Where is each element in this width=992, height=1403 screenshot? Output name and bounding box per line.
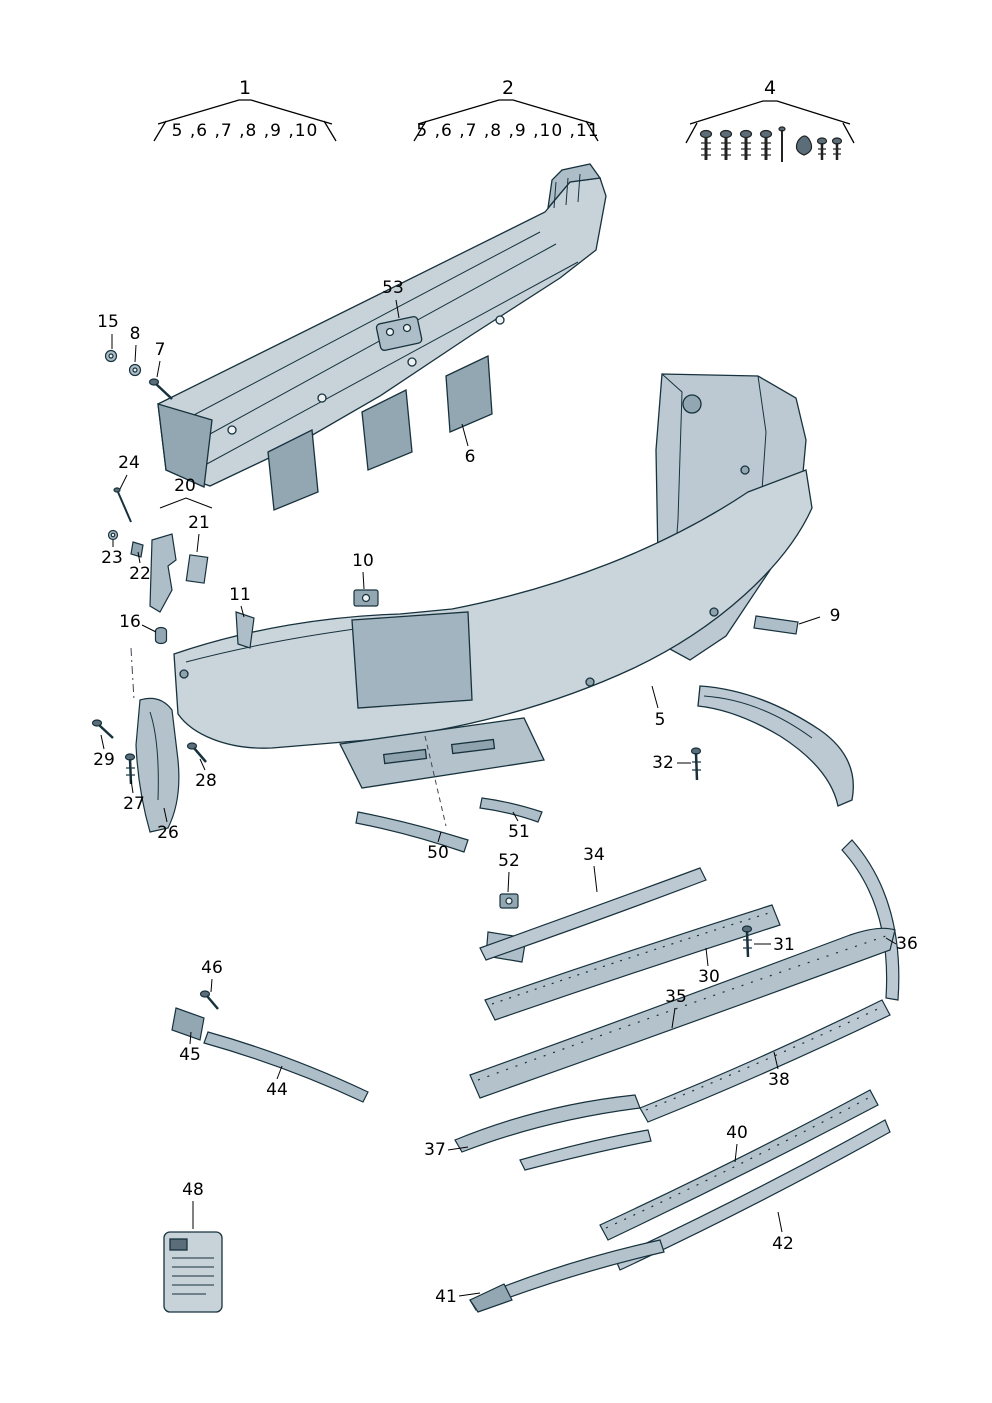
part-callout-29[interactable]: 29 <box>93 750 115 770</box>
part-callout-41[interactable]: 41 <box>435 1287 457 1307</box>
part-callout-20[interactable]: 20 <box>174 476 196 496</box>
trim-strip-34 <box>479 867 707 961</box>
part-callout-7[interactable]: 7 <box>154 340 166 360</box>
part-callout-22[interactable]: 22 <box>129 564 151 584</box>
trim-strip-40 <box>599 1089 879 1241</box>
part-callout-10[interactable]: 10 <box>352 551 374 571</box>
trim-strip-51 <box>479 797 543 823</box>
leader-lines <box>100 299 897 1297</box>
part-callout-38[interactable]: 38 <box>768 1070 790 1090</box>
bumper-cover-part5 <box>173 469 813 789</box>
part-callout-5[interactable]: 5 <box>654 710 666 730</box>
part-callout-46[interactable]: 46 <box>201 958 223 978</box>
trim-strip-35 <box>469 927 896 1099</box>
part-callout-42[interactable]: 42 <box>772 1234 794 1254</box>
part-callout-50[interactable]: 50 <box>427 843 449 863</box>
clip-icon <box>795 135 813 156</box>
screw-icon <box>699 129 713 160</box>
part-callout-30[interactable]: 30 <box>698 967 720 987</box>
screw-small-icon <box>831 137 843 160</box>
screw-small-icon <box>816 137 828 160</box>
hardware-kit-icons <box>699 126 843 162</box>
part-callout-53[interactable]: 53 <box>382 278 404 298</box>
part-callout-52[interactable]: 52 <box>498 851 520 871</box>
pin-icon <box>113 487 132 523</box>
nut-icon <box>154 626 168 645</box>
group-4-brace <box>685 100 855 144</box>
part-callout-32[interactable]: 32 <box>652 753 674 773</box>
trim-strip-44 <box>203 1031 369 1103</box>
part-callout-45[interactable]: 45 <box>179 1045 201 1065</box>
part-callout-28[interactable]: 28 <box>195 771 217 791</box>
part-callout-48[interactable]: 48 <box>182 1180 204 1200</box>
trim-strip-50 <box>355 811 469 853</box>
part-callout-35[interactable]: 35 <box>665 987 687 1007</box>
part-callout-9[interactable]: 9 <box>829 606 841 626</box>
group-1-brace <box>153 99 337 142</box>
trim-strip-38 <box>639 999 891 1123</box>
part-callout-8[interactable]: 8 <box>129 324 141 344</box>
part-callout-27[interactable]: 27 <box>123 794 145 814</box>
part-callout-37[interactable]: 37 <box>424 1140 446 1160</box>
bracket-45 <box>171 1007 205 1041</box>
part-callout-21[interactable]: 21 <box>188 513 210 533</box>
part-callout-26[interactable]: 26 <box>157 823 179 843</box>
screw-icon <box>741 925 753 958</box>
screw-icon <box>124 753 136 785</box>
clip-icon <box>130 541 144 558</box>
screw-icon <box>199 990 219 1010</box>
pin-icon <box>778 126 786 162</box>
trim-strip-37a <box>454 1094 641 1153</box>
part-callout-24[interactable]: 24 <box>118 453 140 473</box>
part-callout-51[interactable]: 51 <box>508 822 530 842</box>
screw-icon <box>719 129 733 160</box>
part-callout-40[interactable]: 40 <box>726 1123 748 1143</box>
construction-lines <box>130 497 447 827</box>
group-2-brace <box>413 99 599 142</box>
trim-strip-30 <box>484 904 781 1021</box>
assembly-group-1-variants: 5 ,6 ,7 ,8 ,9 ,10 <box>171 121 319 141</box>
assembly-group-1-label[interactable]: 1 <box>238 77 252 99</box>
lower-trim-cascade <box>171 839 900 1313</box>
part-callout-11[interactable]: 11 <box>229 585 251 605</box>
part-callout-34[interactable]: 34 <box>583 845 605 865</box>
assembly-group-2-variants: 5 ,6 ,7 ,8 ,9 ,10 ,11 <box>416 121 600 141</box>
inner-shell-panel <box>697 685 854 807</box>
trim-strip-41-endcap <box>469 1283 513 1313</box>
part9-trim <box>753 615 799 635</box>
part-callout-16[interactable]: 16 <box>119 612 141 632</box>
part-callout-15[interactable]: 15 <box>97 312 119 332</box>
part-callout-44[interactable]: 44 <box>266 1080 288 1100</box>
trim-strip-42 <box>614 1119 891 1271</box>
screw-icon <box>690 747 702 781</box>
part-callout-6[interactable]: 6 <box>464 447 476 467</box>
small-parts-left <box>91 349 379 833</box>
screw-icon <box>759 129 773 160</box>
assembly-group-4-label[interactable]: 4 <box>763 77 777 99</box>
screw-icon <box>91 719 114 739</box>
part-callout-23[interactable]: 23 <box>101 548 123 568</box>
part-callout-31[interactable]: 31 <box>773 935 795 955</box>
part-callout-36[interactable]: 36 <box>896 934 918 954</box>
document-48 <box>163 1231 223 1313</box>
assembly-group-2-label[interactable]: 2 <box>501 77 515 99</box>
trim-strip-37b <box>519 1129 652 1171</box>
bracket-part53 <box>375 316 423 351</box>
trim-strip-41 <box>469 1239 665 1311</box>
screw-icon <box>186 742 207 763</box>
screw-icon <box>739 129 753 160</box>
screw-icon <box>148 378 173 400</box>
trim-strip-36 <box>841 839 900 1001</box>
